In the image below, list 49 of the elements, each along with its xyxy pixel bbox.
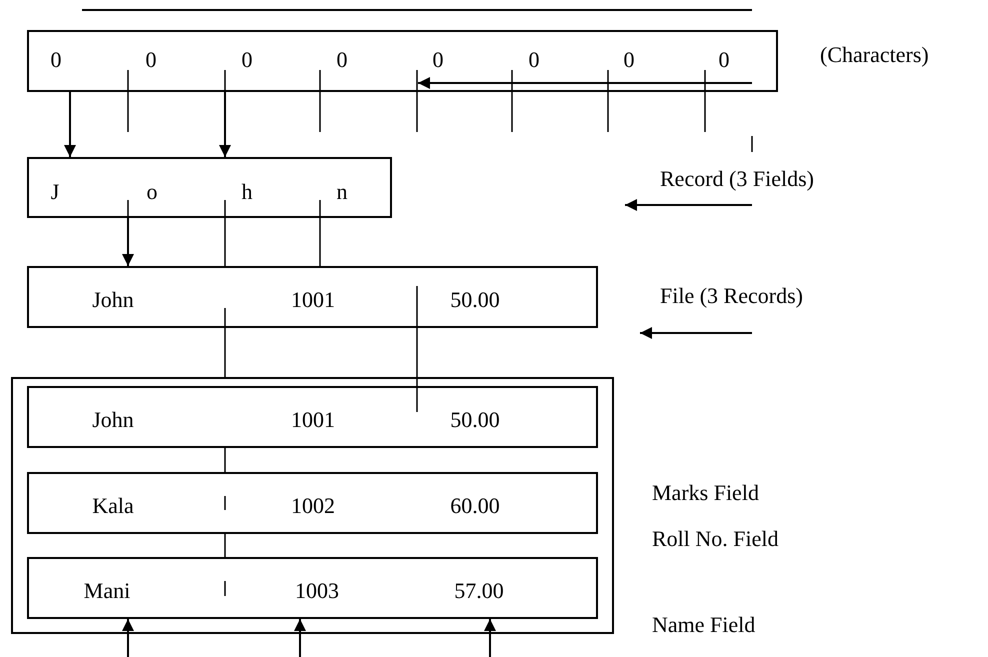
- field-text: 1001: [291, 289, 335, 311]
- record-box: [27, 266, 598, 328]
- character-text: 0: [242, 49, 252, 71]
- connector-line: [224, 448, 226, 472]
- file-box: [11, 377, 614, 634]
- caption-text: (Characters): [820, 44, 929, 66]
- connector-line: [224, 328, 226, 377]
- letter-text: n: [336, 181, 348, 203]
- record-box: [27, 557, 598, 619]
- connector-line: [416, 328, 418, 386]
- arrow: [484, 619, 496, 657]
- field-text: 50.00: [450, 289, 500, 311]
- field-text: 1002: [291, 495, 335, 517]
- field-text: 1003: [295, 580, 339, 602]
- letter-text: h: [242, 181, 252, 203]
- record-box: [27, 386, 598, 448]
- connector-line: [319, 218, 321, 266]
- annotation-text: Record (3 Fields): [660, 168, 814, 190]
- character-text: 0: [336, 49, 348, 71]
- annotation-text: Name Field: [652, 614, 756, 636]
- arrow: [294, 619, 306, 657]
- letter-text: o: [146, 181, 158, 203]
- field-text: 1001: [291, 409, 335, 431]
- annotation-text: Roll No. Field: [652, 528, 779, 550]
- field-text: John: [92, 289, 134, 311]
- annotation-text: Marks Field: [652, 482, 759, 504]
- field-text: 57.00: [454, 580, 504, 602]
- annotation-text: File (3 Records): [660, 285, 803, 307]
- connector-line: [224, 218, 226, 266]
- field-text: 50.00: [450, 409, 500, 431]
- character-text: 0: [146, 49, 156, 71]
- arrow: [64, 92, 76, 157]
- letter-text: J: [50, 181, 60, 203]
- character-box: [27, 30, 778, 92]
- character-text: 0: [718, 49, 730, 71]
- connector-line: [224, 534, 226, 557]
- character-text: 0: [624, 49, 634, 71]
- character-text: 0: [528, 49, 540, 71]
- character-text: 0: [432, 49, 444, 71]
- arrow: [122, 619, 134, 657]
- arrow: [219, 92, 231, 157]
- field-text: John: [92, 409, 134, 431]
- field-text: 60.00: [450, 495, 500, 517]
- field-text: Kala: [92, 495, 134, 517]
- character-text: 0: [50, 49, 62, 71]
- field-text: Mani: [84, 580, 130, 602]
- field-box: [27, 157, 392, 218]
- arrow: [122, 218, 134, 266]
- record-box: [27, 472, 598, 534]
